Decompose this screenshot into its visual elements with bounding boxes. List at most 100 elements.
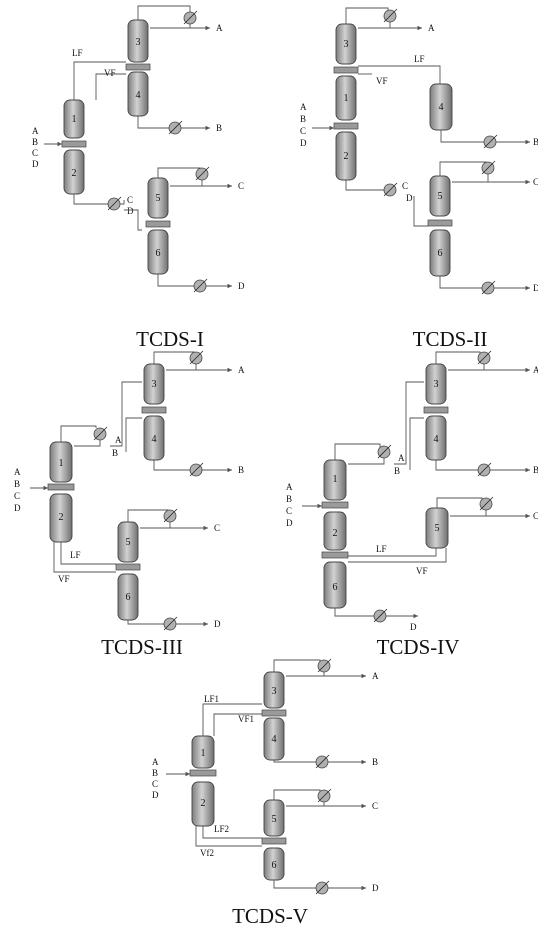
panel-caption: TCDS-II	[413, 327, 488, 351]
tray	[125, 63, 151, 71]
tray	[61, 140, 87, 148]
panel-tcds-iv: 3 4 A B 1 2 6 A B A B C D	[286, 350, 538, 659]
feed-label: D	[286, 518, 293, 528]
panel-caption: TCDS-V	[232, 904, 308, 928]
feed-label: D	[14, 503, 21, 513]
feed-label: C	[14, 491, 20, 501]
column-number: 2	[333, 528, 338, 539]
product-label: D	[238, 281, 245, 291]
column-number: 3	[152, 379, 157, 390]
tray	[115, 563, 141, 571]
side-label: B	[112, 448, 118, 458]
product-label: B	[372, 757, 378, 767]
feed-label: A	[300, 102, 307, 112]
side-label: B	[394, 466, 400, 476]
product-label: D	[410, 622, 417, 632]
product-label: B	[533, 137, 538, 147]
column-number: 6	[156, 248, 161, 259]
feed-label: B	[152, 768, 158, 778]
product-label: A	[372, 671, 379, 681]
tray	[189, 769, 217, 777]
product-label: A	[533, 365, 538, 375]
panel-tcds-ii: 3 1 2 A LF VF 4 B A B C D C D 5	[300, 7, 538, 351]
panel-tcds-i: 3 4 A B 1 2 LF VF A B C D C	[32, 5, 245, 351]
column-2	[323, 511, 347, 551]
feed-label: C	[32, 148, 38, 158]
feed-label: C	[152, 779, 158, 789]
column-number: 1	[201, 748, 206, 759]
product-label: B	[533, 465, 538, 475]
column-number: 5	[156, 193, 161, 204]
feed-label: A	[152, 757, 159, 767]
feed-label: B	[286, 494, 292, 504]
stream-label: LF	[70, 550, 81, 560]
product-label: C	[372, 801, 378, 811]
stream-label: LF	[72, 48, 83, 58]
column-number: 2	[59, 512, 64, 523]
product-label: C	[214, 523, 220, 533]
product-label: C	[533, 511, 538, 521]
tray	[333, 66, 359, 74]
column-number: 5	[435, 523, 440, 534]
stream-label: VF	[58, 574, 70, 584]
column-number: 3	[272, 686, 277, 697]
column-number: 6	[438, 248, 443, 259]
feed-label: A	[286, 482, 293, 492]
feed-label: D	[32, 159, 39, 169]
side-label: A	[115, 435, 122, 445]
column-number: 5	[272, 814, 277, 825]
panel-tcds-iii: 3 4 A B 1 2 A B A B C D LF VF	[14, 350, 245, 659]
panel-caption: TCDS-III	[101, 635, 183, 659]
product-label: B	[216, 123, 222, 133]
tray	[141, 406, 167, 414]
stream-label: VF	[376, 76, 388, 86]
panel-caption: TCDS-IV	[377, 635, 460, 659]
stream-label: VF1	[238, 714, 254, 724]
side-label: D	[127, 206, 134, 216]
column-number: 1	[59, 458, 64, 469]
column-number: 5	[438, 191, 443, 202]
product-label: A	[216, 23, 223, 33]
column-number: 1	[333, 474, 338, 485]
panel-caption: TCDS-I	[136, 327, 204, 351]
column-number: 2	[344, 151, 349, 162]
tray	[321, 501, 349, 509]
stream-label: Vf2	[200, 848, 214, 858]
feed-label: A	[14, 467, 21, 477]
feed-label: D	[300, 138, 307, 148]
product-label: C	[533, 177, 538, 187]
column-number: 2	[201, 798, 206, 809]
stream-label: LF1	[204, 694, 219, 704]
column-number: 3	[434, 379, 439, 390]
stream-label: LF	[376, 544, 387, 554]
column-number: 6	[333, 582, 338, 593]
column-number: 1	[344, 93, 349, 104]
stream-label: VF	[416, 566, 428, 576]
feed-label: C	[300, 126, 306, 136]
product-label: A	[428, 23, 435, 33]
product-label: C	[238, 181, 244, 191]
product-label: B	[238, 465, 244, 475]
product-label: D	[214, 619, 221, 629]
column-number: 4	[136, 90, 141, 101]
column-number: 4	[272, 734, 277, 745]
tray	[261, 709, 287, 717]
stream-label: LF2	[214, 824, 229, 834]
feed-label: D	[152, 790, 159, 800]
tray	[47, 483, 75, 491]
column-number: 3	[136, 37, 141, 48]
feed-label: B	[32, 137, 38, 147]
panel-tcds-v: 3 4 A B 1 2 LF1 VF1 A B C D LF2 Vf2 5	[152, 658, 379, 928]
column-1	[335, 75, 357, 121]
side-label: D	[406, 193, 413, 203]
tray	[423, 406, 449, 414]
side-label: C	[402, 181, 408, 191]
column-number: 4	[439, 102, 444, 113]
column-number: 5	[126, 537, 131, 548]
side-label: A	[398, 453, 405, 463]
tray	[145, 220, 171, 228]
tray	[427, 219, 453, 227]
tray	[261, 837, 287, 845]
side-label: C	[127, 195, 133, 205]
